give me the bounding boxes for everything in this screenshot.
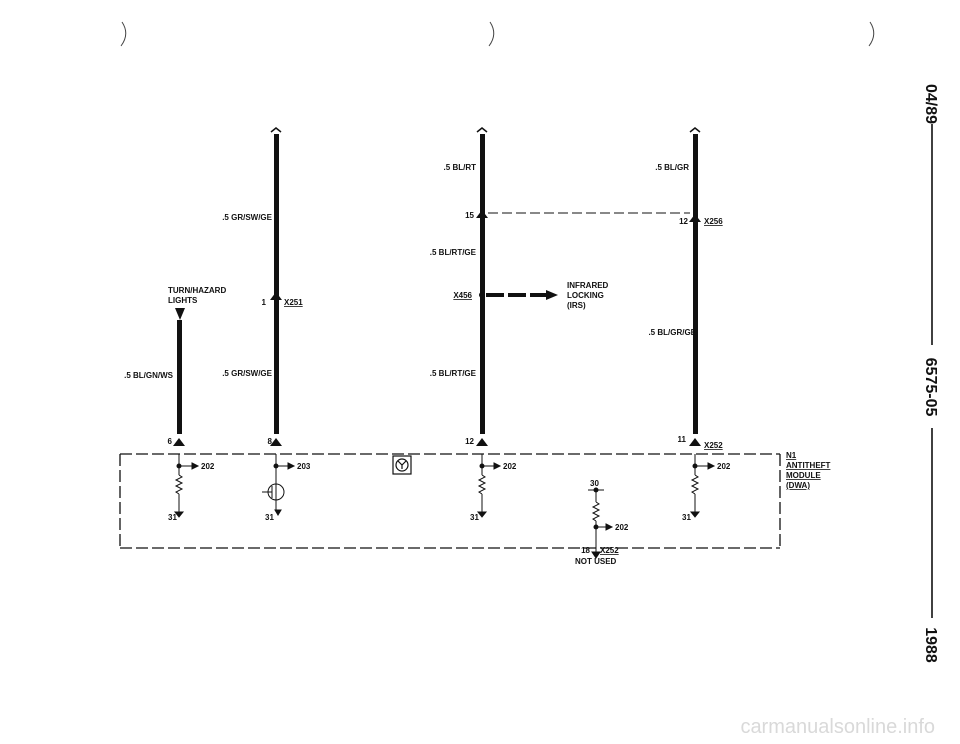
watermark: carmanualsonline.info xyxy=(740,716,935,738)
internal-circuit-pin11 xyxy=(689,454,716,518)
turn-hazard-label-1: TURN/HAZARD xyxy=(168,286,226,295)
x256-pin: 12 xyxy=(679,217,688,226)
pin-6: 6 xyxy=(168,437,173,446)
ground-202-d: 202 xyxy=(717,462,731,471)
infrared-label-2: LOCKING xyxy=(567,291,604,300)
doc-code-label: 6575-05 xyxy=(922,358,939,417)
pin-11: 11 xyxy=(678,435,687,444)
pin-12: 12 xyxy=(465,437,474,446)
side-title-block: 04/89 6575-05 1988 xyxy=(922,84,939,663)
terminal-31-d: 31 xyxy=(682,513,691,522)
ground-203: 203 xyxy=(297,462,311,471)
turn-hazard-arrow xyxy=(175,308,185,320)
module-line-3: (DWA) xyxy=(786,481,810,490)
module-id: N1 xyxy=(786,451,797,460)
wire-label-bl-rt-ge-mid: .5 BL/RT/GE xyxy=(430,248,477,257)
ground-202-a: 202 xyxy=(201,462,215,471)
w2-pin-15: 15 xyxy=(465,211,474,220)
wire-x456: .5 BL/RT 15 .5 BL/RT/GE X456 INFRARED LO… xyxy=(430,127,609,446)
turn-hazard-label-2: LIGHTS xyxy=(168,296,198,305)
year-label: 1988 xyxy=(922,627,939,663)
terminal-31-b: 31 xyxy=(265,513,274,522)
x251-pin: 1 xyxy=(262,298,267,307)
terminal-31-c: 31 xyxy=(470,513,479,522)
wire-label-bl-rt-ge-lower: .5 BL/RT/GE xyxy=(430,369,477,378)
connector-x251-arrow xyxy=(270,292,282,300)
scan-marks xyxy=(120,21,875,47)
wire-turn-hazard: TURN/HAZARD LIGHTS .5 BL/GN/WS 6 xyxy=(124,286,226,446)
module-boundary xyxy=(119,453,781,549)
pin-18: 18 xyxy=(581,546,590,555)
connector-x252-bottom-label: X252 xyxy=(600,546,619,555)
internal-circuit-pin18 xyxy=(588,487,614,559)
internal-circuit-pin12 xyxy=(476,454,502,518)
wire-label-bl-gr-ge: .5 BL/GR/GE xyxy=(648,328,696,337)
terminal-31-a: 31 xyxy=(168,513,177,522)
ground-202-c: 202 xyxy=(615,523,629,532)
wire-x256: .5 BL/GR 12 X256 .5 BL/GR/GE 11 X252 xyxy=(648,127,723,450)
connector-x256-label: X256 xyxy=(704,217,723,226)
connector-x251-label: X251 xyxy=(284,298,303,307)
wire-label-bl-gn-ws: .5 BL/GN/WS xyxy=(124,371,174,380)
wire-x251: .5 GR/SW/GE 1 X251 .5 GR/SW/GE 8 xyxy=(222,127,303,446)
infrared-label-3: (IRS) xyxy=(567,301,586,310)
connector-x456-label: X456 xyxy=(453,291,472,300)
pin-8: 8 xyxy=(268,437,273,446)
module-symbol xyxy=(392,455,412,475)
internal-circuit-pin6 xyxy=(173,454,200,518)
module-label: N1 ANTITHEFT MODULE (DWA) xyxy=(786,451,831,490)
wire-label-gr-sw-ge-upper: .5 GR/SW/GE xyxy=(222,213,272,222)
wire-label-bl-gr: .5 BL/GR xyxy=(655,163,689,172)
ground-202-b: 202 xyxy=(503,462,517,471)
date-label: 04/89 xyxy=(922,84,939,124)
module-line-1: ANTITHEFT xyxy=(786,461,831,470)
wire-label-gr-sw-ge-lower: .5 GR/SW/GE xyxy=(222,369,272,378)
not-used-label: NOT USED xyxy=(575,557,617,566)
connector-x252-top-label: X252 xyxy=(704,441,723,450)
irs-arrow xyxy=(546,290,558,300)
terminal-30: 30 xyxy=(590,479,599,488)
wire-label-bl-rt: .5 BL/RT xyxy=(444,163,477,172)
module-line-2: MODULE xyxy=(786,471,821,480)
infrared-label-1: INFRARED xyxy=(567,281,609,290)
internal-circuit-pin8 xyxy=(262,454,296,516)
